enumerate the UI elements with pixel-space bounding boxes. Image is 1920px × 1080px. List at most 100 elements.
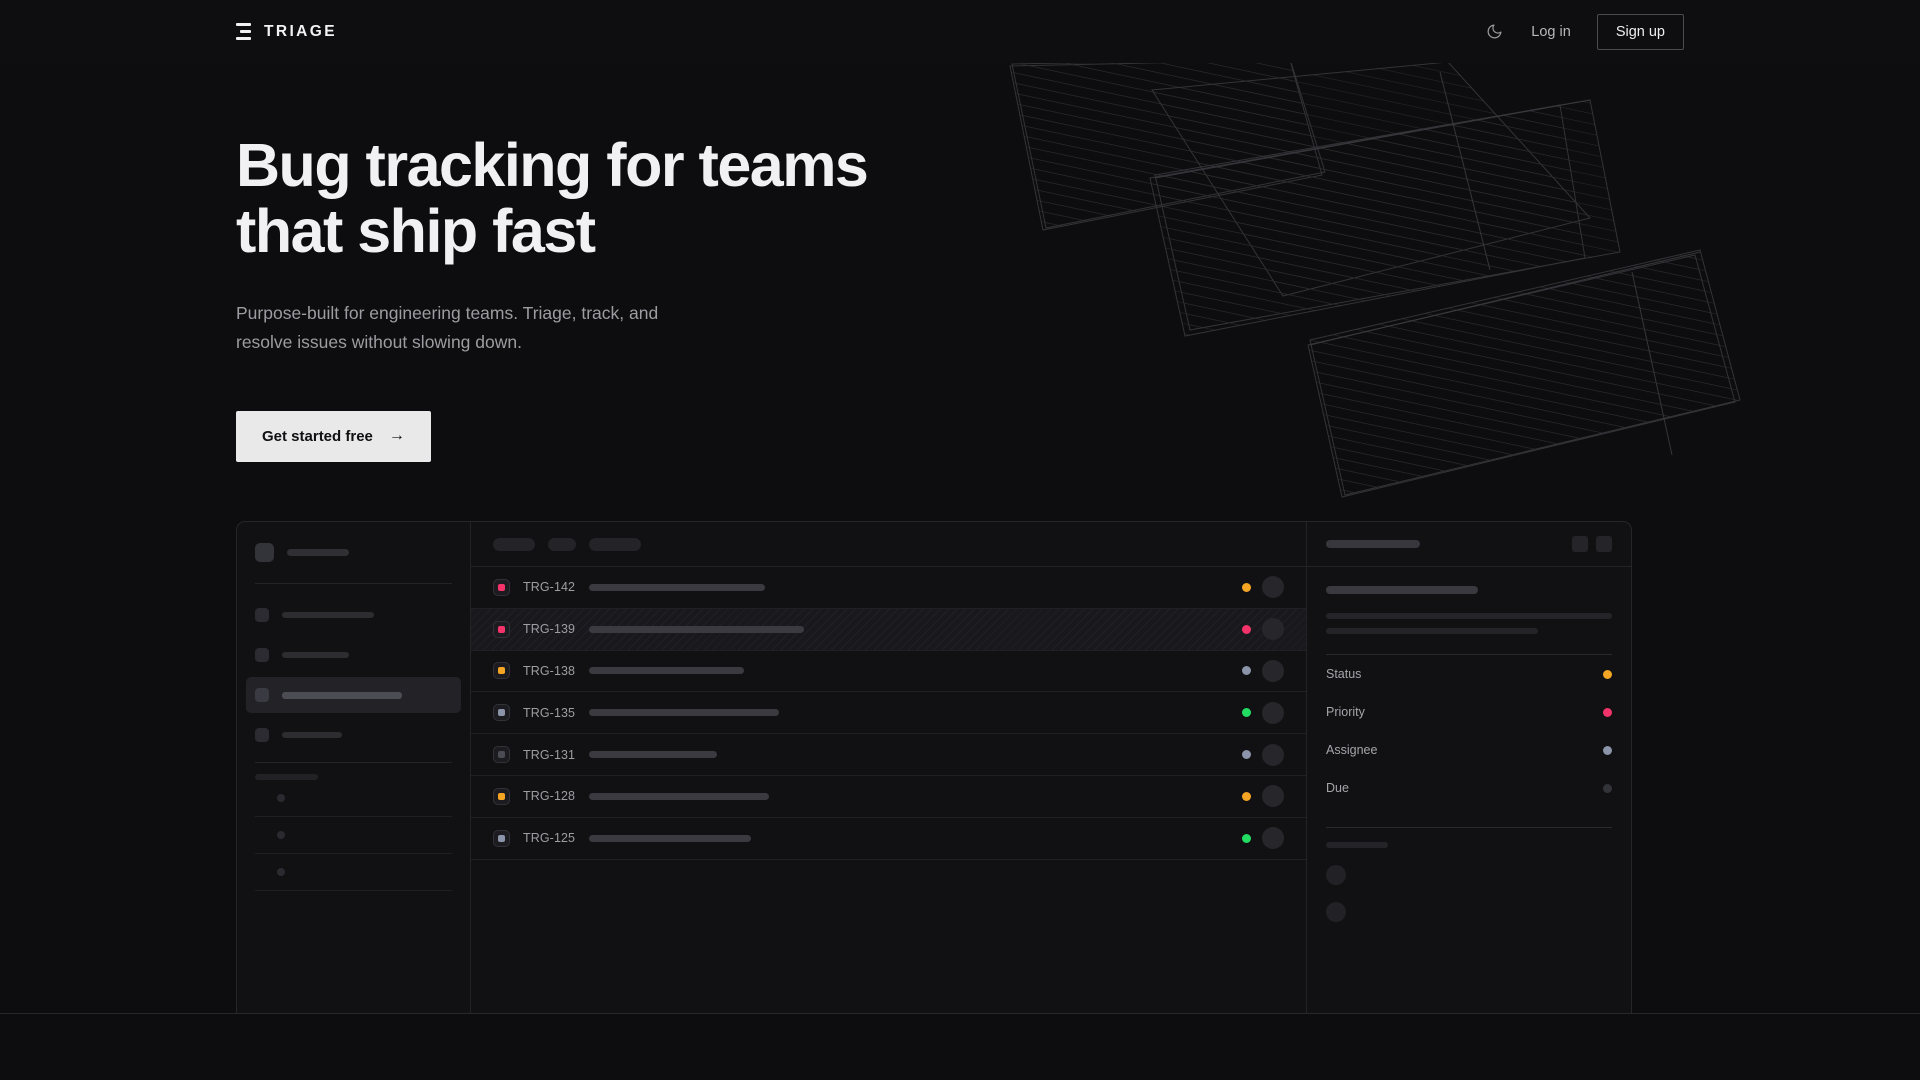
status-dot [1242,666,1251,676]
avatar [1262,827,1284,850]
issue-id: TRG-128 [523,789,576,804]
app-sidebar [237,522,471,1013]
detail-heading-placeholder [1326,586,1478,594]
status-dot [1242,624,1251,634]
detail-field[interactable]: Assignee [1326,731,1612,769]
table-row[interactable]: TRG-142 [471,567,1306,609]
mockup-baseline-divider [0,1013,1920,1014]
detail-field-value-dot [1603,783,1612,793]
issue-title-placeholder [589,792,769,800]
activity-label-placeholder [1326,842,1388,848]
avatar [1326,902,1346,922]
sidebar-item-label [282,612,374,618]
sidebar-sub-item-3[interactable] [255,854,452,891]
detail-divider-bottom [1326,827,1612,828]
brand-name: TRIAGE [264,22,337,40]
priority-badge-icon [493,787,510,805]
sidebar-section-label [255,774,318,780]
hero-subheading: Purpose-built for engineering teams. Tri… [236,302,659,353]
detail-action-icon-2[interactable] [1596,536,1612,552]
detail-field-value-dot [1603,669,1612,679]
avatar [1326,865,1346,885]
login-link[interactable]: Log in [1531,23,1571,40]
brand-logo[interactable]: TRIAGE [236,23,337,41]
workspace-name-placeholder [287,549,349,556]
priority-badge-icon [493,704,510,722]
detail-header [1307,522,1631,567]
table-row[interactable]: TRG-139 [471,608,1306,651]
detail-field[interactable]: Due [1326,769,1612,807]
detail-field[interactable]: Priority [1326,693,1612,731]
detail-field-label: Due [1326,781,1349,795]
issue-title-placeholder [589,667,744,675]
detail-field-value-dot [1603,745,1612,755]
sidebar-item-icon [255,728,269,742]
table-row[interactable]: TRG-131 [471,734,1306,776]
sidebar-divider-bottom [255,762,452,763]
detail-text-line-2 [1326,628,1538,634]
sidebar-sub-item-1[interactable] [255,780,452,817]
hero-heading-line-1: Bug tracking for teams [236,131,869,199]
detail-divider-top [1326,654,1612,655]
sidebar-item-label [282,732,342,738]
bullet-icon [277,868,285,876]
sidebar-sub-item-2[interactable] [255,817,452,854]
detail-field-label: Assignee [1326,743,1378,757]
status-dot [1242,791,1251,801]
stacked-bars-logo-icon [236,23,251,40]
sidebar-divider-top [255,583,452,584]
filter-chip-2[interactable] [548,537,576,551]
sidebar-item-4[interactable] [246,717,461,753]
hero-section: Bug tracking for teams that ship fast Pu… [0,63,1920,462]
arrow-right-icon: → [388,427,405,445]
status-dot [1242,833,1251,843]
sidebar-item-2[interactable] [246,637,461,673]
table-row[interactable]: TRG-125 [471,818,1306,860]
moon-icon[interactable] [1483,21,1505,43]
get-started-button[interactable]: Get started free → [236,410,431,462]
issue-id: TRG-142 [523,580,576,595]
status-dot [1242,708,1251,718]
table-row[interactable]: TRG-135 [471,692,1306,735]
sidebar-item-1[interactable] [246,597,461,633]
detail-header-actions [1572,536,1612,552]
row-meta [1242,701,1284,724]
issue-title-placeholder [589,709,779,717]
detail-title-placeholder [1326,540,1420,548]
priority-badge-icon [493,620,510,638]
detail-field[interactable]: Status [1326,655,1612,693]
sidebar-item-label [282,652,349,658]
issue-title-placeholder [589,625,804,633]
priority-badge-icon [493,746,510,764]
cta-label: Get started free [262,427,373,445]
issue-title-placeholder [589,751,717,759]
row-meta [1242,743,1284,766]
hero-heading-line-2: that ship fast [236,196,596,265]
detail-field-value-dot [1603,707,1612,717]
detail-action-icon-1[interactable] [1572,536,1588,552]
issue-list-toolbar [471,522,1306,567]
detail-field-label: Priority [1326,705,1365,719]
filter-chip-1[interactable] [493,537,535,551]
priority-badge-icon [493,829,510,847]
table-row[interactable]: TRG-128 [471,776,1306,818]
issue-id: TRG-139 [523,622,576,637]
issue-id: TRG-131 [523,747,576,762]
priority-badge-icon [493,662,510,680]
issue-id: TRG-138 [523,663,576,678]
priority-badge-icon [493,578,510,596]
signup-button[interactable]: Sign up [1596,13,1684,50]
filter-chip-3[interactable] [589,537,641,551]
issue-id: TRG-125 [523,831,576,846]
sidebar-item-3-active[interactable] [246,677,461,713]
sidebar-section [255,774,452,891]
table-row[interactable]: TRG-138 [471,651,1306,693]
workspace-switcher[interactable] [255,522,452,583]
